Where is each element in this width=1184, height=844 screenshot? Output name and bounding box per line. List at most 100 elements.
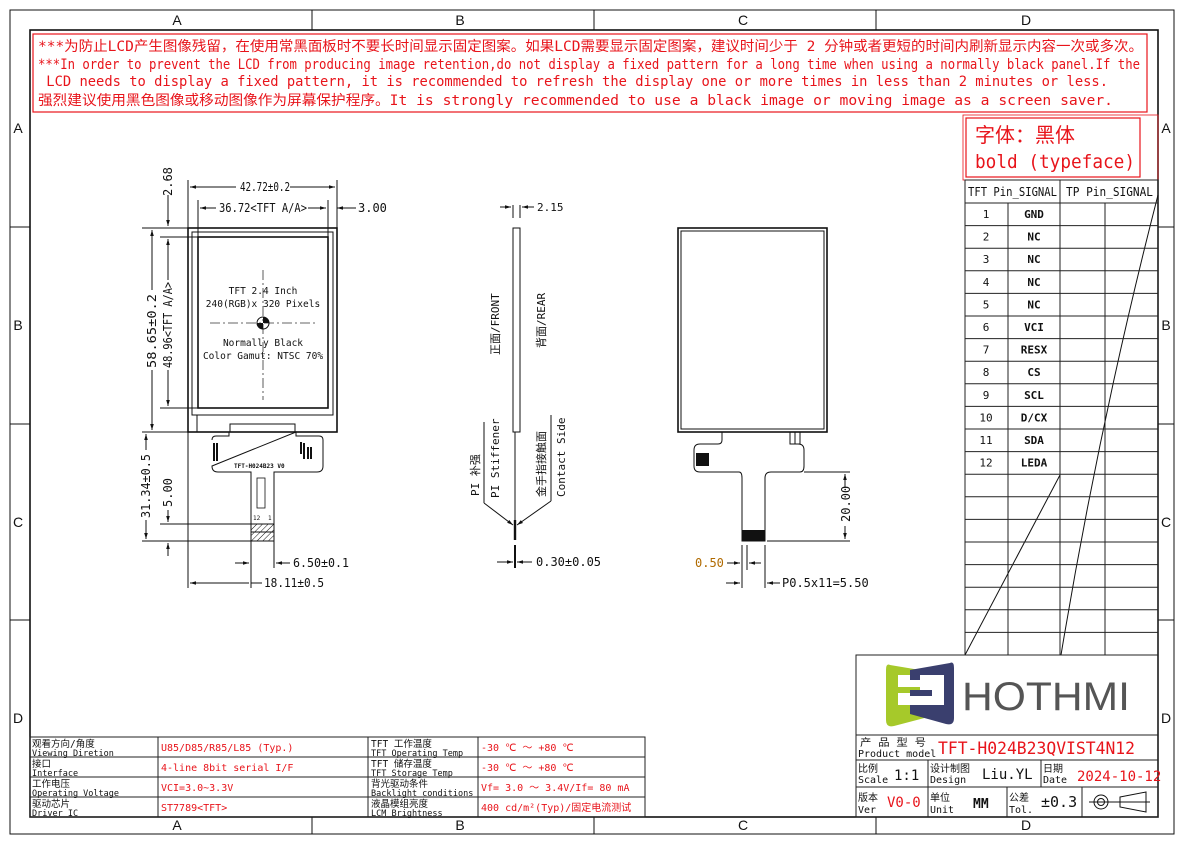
dim-pin-width: 0.50 — [695, 556, 724, 570]
pin-number: 10 — [979, 411, 992, 424]
spec-label-cn: 液晶模组亮度 — [371, 798, 429, 810]
spec-value: -30 ℃ ～ +80 ℃ — [481, 763, 574, 774]
pin-signal: GND — [1024, 208, 1044, 221]
scale-label-cn: 比例 — [858, 762, 878, 775]
dim-aa-height: 48.96<TFT A/A> — [161, 282, 175, 368]
zone-row-left: B — [13, 317, 22, 333]
tolerance-label-cn: 公差 — [1009, 791, 1029, 804]
screen-size-label: TFT 2.4 Inch — [229, 286, 298, 297]
spec-value: ST7789<TFT> — [161, 803, 227, 814]
pin-signal: VCI — [1024, 321, 1044, 334]
zone-row-left: C — [13, 514, 23, 530]
version-value: V0-0 — [887, 795, 921, 811]
warning-line-en-2: LCD needs to display a fixed pattern, it… — [38, 74, 1108, 90]
design-label-en: Design — [930, 775, 966, 786]
fpc-pin-12: 12 — [253, 515, 261, 522]
spec-label-en: Operating Voltage — [32, 789, 119, 799]
zone-row-right: C — [1161, 514, 1171, 530]
zone-row-left: A — [13, 120, 23, 136]
dim-fpc-offset: 18.11±0.5 — [264, 576, 324, 590]
title-block: HOTHMI 产 品 型 号 Product model TFT-H024B23… — [855, 654, 1161, 818]
unit-label-cn: 单位 — [930, 791, 950, 804]
pin-number: 1 — [983, 208, 990, 221]
tolerance-label-en: Tol. — [1009, 805, 1033, 816]
pin-number: 3 — [983, 253, 990, 266]
spec-label-en: Backlight conditions — [371, 789, 473, 799]
tolerance-value: ±0.3 — [1041, 793, 1077, 811]
company-logo: HOTHMI — [886, 662, 1130, 727]
dim-overall-height: 58.65±0.2 — [145, 294, 159, 368]
zone-col-top: A — [172, 12, 182, 28]
font-note-box: 字体：黑体 bold (typeface) — [962, 114, 1159, 181]
pin-number: 12 — [979, 457, 992, 470]
zone-row-left: D — [13, 710, 23, 726]
logo-wordmark: HOTHMI — [962, 675, 1130, 719]
version-label-cn: 版本 — [858, 791, 878, 804]
side-view: 2.15 正面/FRONT 背面/REAR PI 补强 PI Stiffener… — [469, 201, 601, 569]
dim-pitch: P0.5x11=5.50 — [782, 576, 869, 590]
zone-col-bottom: D — [1021, 817, 1031, 833]
zone-col-bottom: B — [455, 817, 464, 833]
zone-row-right: A — [1161, 120, 1171, 136]
design-value: Liu.YL — [982, 767, 1033, 783]
date-label-cn: 日期 — [1043, 763, 1063, 775]
fpc-pin-1: 1 — [268, 515, 272, 522]
pin-number: 11 — [979, 434, 992, 447]
zone-col-bottom: C — [738, 817, 748, 833]
fpc-label: TFT-H024B23 V0 — [234, 463, 285, 470]
pin-signal: NC — [1027, 298, 1040, 311]
spec-value: Vf= 3.0 ～ 3.4V/If= 80 mA — [481, 783, 629, 794]
rear-label: 背面/REAR — [534, 293, 548, 348]
dim-overall-width: 42.72±0.2 — [240, 180, 290, 194]
pin-number: 4 — [983, 276, 990, 289]
zone-col-bottom: A — [172, 817, 182, 833]
pin-signal: SCL — [1024, 389, 1044, 402]
pin-number: 5 — [983, 298, 990, 311]
font-note-cn: 字体：黑体 — [975, 123, 1075, 147]
font-note-en: bold (typeface) — [975, 151, 1135, 173]
spec-label-cn: 工作电压 — [32, 778, 71, 790]
spec-value: VCI=3.0~3.3V — [161, 783, 233, 794]
pin-table-header-tp: TP Pin_SIGNAL — [1066, 185, 1153, 199]
spec-label-en: Interface — [32, 769, 78, 779]
spec-value: U85/D85/R85/L85 (Typ.) — [161, 743, 293, 754]
pin-table-header-tft: TFT Pin_SIGNAL — [968, 185, 1057, 199]
spec-value: 400 cd/m²(Typ)/固定电流测试 — [481, 801, 631, 814]
pin-signal: LEDA — [1021, 457, 1048, 470]
pin-number: 2 — [983, 231, 990, 244]
design-label-cn: 设计制图 — [930, 762, 970, 775]
spec-label-en: TFT Storage Temp — [371, 769, 453, 779]
pin-number: 8 — [983, 366, 990, 379]
zone-col-top: C — [738, 12, 748, 28]
zone-row-right: D — [1161, 710, 1171, 726]
display-mode-label: Normally Black — [223, 338, 303, 349]
dim-stiffener-length: 5.00 — [161, 478, 175, 507]
spec-label-cn: TFT 工作温度 — [371, 738, 432, 750]
spec-label-cn: 观看方向/角度 — [32, 738, 95, 750]
spec-label-cn: 接口 — [32, 758, 51, 770]
pin-number: 7 — [983, 344, 990, 357]
contact-side-cn: 金手指接触面 — [534, 431, 548, 497]
pin-signal: NC — [1027, 276, 1040, 289]
warning-line-mixed: 强烈建议使用黑色图像或移动图像作为屏幕保护程序。It is strongly r… — [38, 92, 1113, 109]
spec-value: 4-line 8bit serial I/F — [161, 763, 293, 774]
pi-stiffener-cn: PI 补强 — [469, 454, 482, 496]
warning-box: ***为防止LCD产生图像残留，在使用常黑面板时不要长时间显示固定图案。如果LC… — [32, 33, 1148, 113]
spec-value: -30 ℃ ～ +80 ℃ — [481, 743, 574, 754]
dim-fpc-length: 31.34±0.5 — [139, 454, 153, 518]
product-model-label-en: Product model — [858, 749, 936, 760]
dim-fpc-height: 20.00 — [839, 486, 853, 522]
spec-label-cn: 驱动芯片 — [32, 798, 70, 810]
warning-line-cn: ***为防止LCD产生图像残留，在使用常黑面板时不要长时间显示固定图案。如果LC… — [38, 38, 1143, 55]
scale-value: 1:1 — [894, 768, 919, 784]
date-value: 2024-10-12 — [1077, 769, 1161, 785]
zone-col-top: D — [1021, 12, 1031, 28]
unit-value: MM — [973, 797, 989, 812]
dim-thickness: 2.15 — [537, 201, 564, 214]
spec-label-en: Viewing Diretion — [32, 749, 114, 759]
scale-label-en: Scale — [858, 775, 888, 786]
pin-number: 9 — [983, 389, 990, 402]
dim-fpc-width: 6.50±0.1 — [293, 556, 349, 570]
pin-signal: RESX — [1021, 344, 1048, 357]
